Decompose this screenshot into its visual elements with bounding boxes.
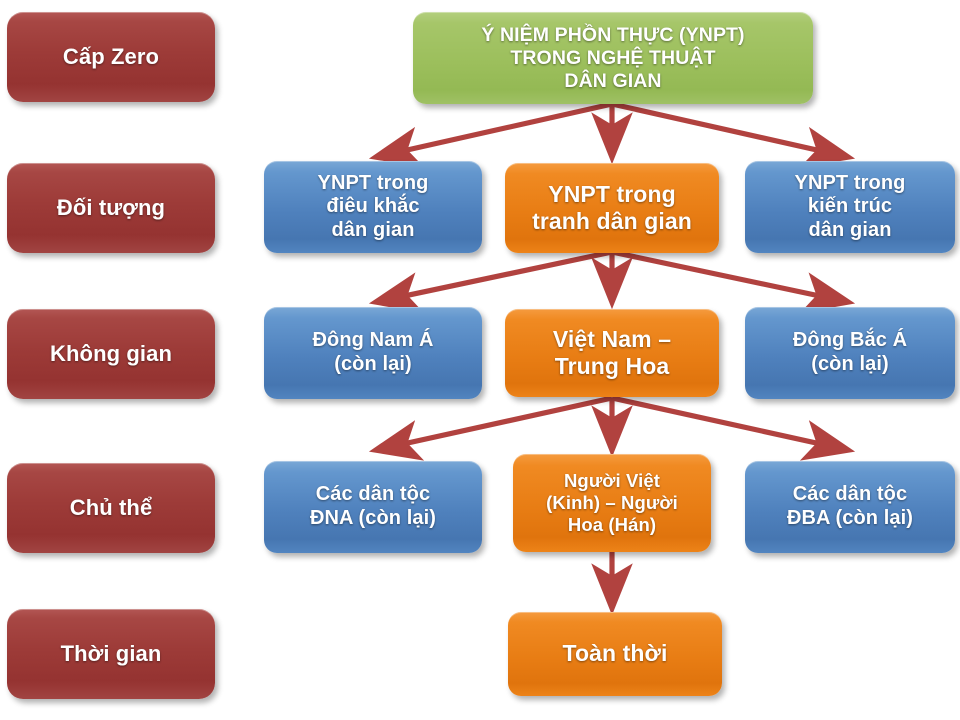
- stage-label-cap-zero-text: Cấp Zero: [62, 44, 160, 70]
- node-cac-dan-toc-dba[interactable]: Các dân tộc ĐBA (còn lại): [745, 461, 955, 553]
- node-line: YNPT trong: [794, 171, 906, 194]
- node-dong-bac-a[interactable]: Đông Bắc Á (còn lại): [745, 307, 955, 399]
- node-ynpt-tranh-dan-gian[interactable]: YNPT trong tranh dân gian: [505, 163, 719, 253]
- stage-label-khong-gian[interactable]: Không gian: [7, 309, 215, 399]
- node-cac-dan-toc-dba-caption: Các dân tộc ĐBA (còn lại): [753, 483, 947, 530]
- stage-label-chu-the[interactable]: Chủ thể: [7, 463, 215, 553]
- node-line: (Kinh) – Người: [546, 492, 678, 514]
- root-node-caption: Ý NIỆM PHỒN THỰC (YNPT) TRONG NGHỆ THUẬT…: [421, 24, 805, 93]
- node-line: Đông Bắc Á: [792, 329, 908, 352]
- node-line: Hoa (Hán): [567, 513, 657, 535]
- node-line: (còn lại): [811, 353, 889, 375]
- node-line: ĐNA (còn lại): [309, 507, 437, 529]
- stage-label-thoi-gian[interactable]: Thời gian: [7, 609, 215, 699]
- node-toan-thoi[interactable]: Toàn thời: [508, 612, 722, 696]
- node-line: YNPT trong: [548, 180, 676, 207]
- node-line: Các dân tộc: [315, 483, 431, 506]
- node-cac-dan-toc-dna-caption: Các dân tộc ĐNA (còn lại): [272, 483, 474, 530]
- connector-row2-to-row3: [368, 395, 856, 461]
- node-line: kiến trúc: [807, 195, 893, 218]
- stage-label-chu-the-text: Chủ thể: [69, 495, 153, 521]
- node-line: dân gian: [808, 218, 892, 241]
- stage-label-khong-gian-text: Không gian: [50, 341, 172, 367]
- node-ynpt-dieu-khac-caption: YNPT trong điêu khắc dân gian: [272, 172, 474, 243]
- root-node-line-2: TRONG NGHỆ THUẬT: [510, 46, 716, 69]
- stage-label-cap-zero[interactable]: Cấp Zero: [7, 12, 215, 102]
- node-nguoi-viet-nguoi-hoa-caption: Người Việt (Kinh) – Người Hoa (Hán): [521, 470, 703, 535]
- node-cac-dan-toc-dna[interactable]: Các dân tộc ĐNA (còn lại): [264, 461, 482, 553]
- node-nguoi-viet-nguoi-hoa[interactable]: Người Việt (Kinh) – Người Hoa (Hán): [513, 454, 711, 552]
- node-dong-nam-a-caption: Đông Nam Á (còn lại): [272, 329, 474, 376]
- node-viet-nam-trung-hoa-caption: Việt Nam – Trung Hoa: [513, 326, 711, 380]
- node-ynpt-kien-truc-caption: YNPT trong kiến trúc dân gian: [753, 172, 947, 243]
- node-line: điêu khắc: [326, 195, 420, 218]
- node-ynpt-tranh-caption: YNPT trong tranh dân gian: [513, 181, 711, 235]
- node-line: Các dân tộc: [792, 483, 908, 506]
- node-toan-thoi-caption: Toàn thời: [516, 640, 714, 667]
- node-line: (còn lại): [334, 353, 412, 375]
- root-node-line-3: DÂN GIAN: [564, 69, 662, 92]
- node-line: dân gian: [331, 218, 415, 241]
- node-dong-nam-a[interactable]: Đông Nam Á (còn lại): [264, 307, 482, 399]
- node-dong-bac-a-caption: Đông Bắc Á (còn lại): [753, 329, 947, 376]
- node-line: tranh dân gian: [532, 208, 692, 234]
- node-ynpt-dieu-khac-dan-gian[interactable]: YNPT trong điêu khắc dân gian: [264, 161, 482, 253]
- node-line: Đông Nam Á: [312, 329, 434, 352]
- stage-label-doi-tuong[interactable]: Đối tượng: [7, 163, 215, 253]
- node-line: Người Việt: [563, 470, 661, 492]
- stage-label-doi-tuong-text: Đối tượng: [56, 195, 166, 221]
- root-node-line-1: Ý NIỆM PHỒN THỰC (YNPT): [481, 23, 745, 46]
- node-line: Việt Nam –: [552, 325, 672, 352]
- node-line: Toàn thời: [562, 640, 668, 667]
- connector-root-to-row1: [368, 101, 856, 168]
- node-viet-nam-trung-hoa[interactable]: Việt Nam – Trung Hoa: [505, 309, 719, 397]
- node-line: YNPT trong: [317, 171, 429, 194]
- node-ynpt-kien-truc-dan-gian[interactable]: YNPT trong kiến trúc dân gian: [745, 161, 955, 253]
- connector-row1-to-row2: [368, 249, 856, 314]
- stage-label-thoi-gian-text: Thời gian: [60, 641, 162, 667]
- node-line: Trung Hoa: [554, 353, 670, 379]
- root-node-ynpt-folk-art[interactable]: Ý NIỆM PHỒN THỰC (YNPT) TRONG NGHỆ THUẬT…: [413, 12, 813, 104]
- node-line: ĐBA (còn lại): [786, 507, 914, 529]
